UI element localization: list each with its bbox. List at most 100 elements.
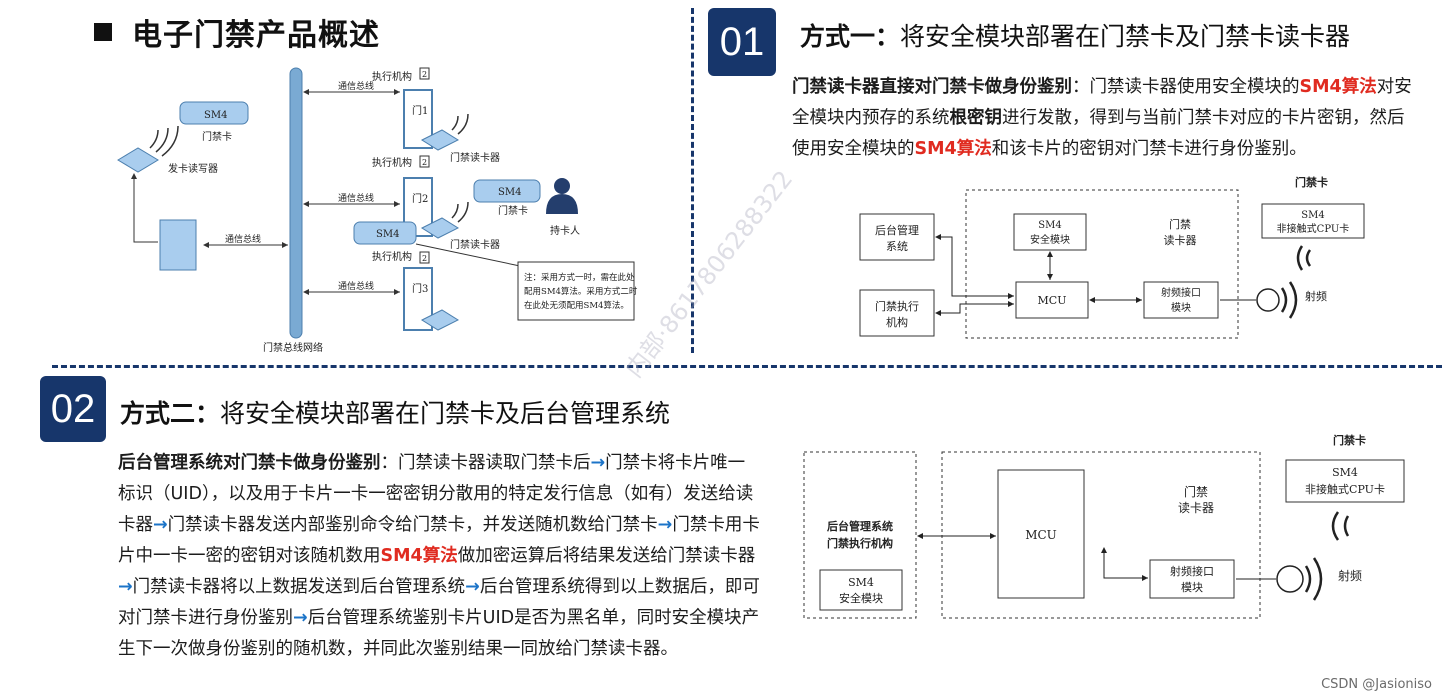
block-diagram-1: 后台管理 系统 门禁执行 机构 SM4 安全模块 门禁 读卡器 MCU 射频接口… xyxy=(859,175,1365,339)
exec-label-2: 执行机构 xyxy=(372,156,412,169)
horizontal-divider xyxy=(52,365,1442,368)
bus-label-2: 通信总线 xyxy=(338,192,374,204)
writer-signal-icon xyxy=(149,125,179,157)
s1-r1: SM4算法 xyxy=(1299,77,1377,97)
card-sm4-right-label: SM4 xyxy=(498,187,521,198)
d2-card-l1: SM4 xyxy=(1332,466,1358,479)
square-bullet-icon xyxy=(94,23,112,41)
card-right-label: 门禁卡 xyxy=(498,204,528,217)
d2-rf-label: 射频 xyxy=(1338,568,1362,583)
d2-sm4-l2: 安全模块 xyxy=(839,591,883,605)
d2-reader-l1: 门禁 xyxy=(1184,484,1208,499)
d2-reader-l2: 读卡器 xyxy=(1178,501,1214,515)
d1-reader-l2: 读卡器 xyxy=(1164,233,1197,247)
d1-mcu: MCU xyxy=(1038,294,1067,307)
network-diagram: 门禁总线网络 SM4 门禁卡 发卡读写器 通信总线 通信总线 通信总线 通信总线… xyxy=(117,67,638,354)
network-label: 门禁总线网络 xyxy=(263,341,323,354)
holder-label: 持卡人 xyxy=(550,224,580,237)
card-sm4-right xyxy=(473,179,541,203)
s2-arrow-1: → xyxy=(590,453,606,473)
sm4-module-door2-label: SM4 xyxy=(376,229,399,240)
d1-card-wave-icon xyxy=(1296,245,1312,271)
d1-rf-box xyxy=(1143,281,1219,319)
d2-backend-l1: 后台管理系统 xyxy=(827,519,893,533)
d1-rf-l2: 模块 xyxy=(1171,302,1191,314)
d1-mcu-box xyxy=(1015,281,1089,319)
s2-t8: 后台管理系统鉴别卡片UID是否为黑名单，同时安全模块产生下一次做身份鉴别的随机数… xyxy=(118,608,760,659)
footer-credit: CSDN @Jasioniso xyxy=(1321,677,1432,692)
section-2-title-bold: 方式二： xyxy=(120,399,221,428)
note-line-3: 在此处无须配用SM4算法。 xyxy=(524,300,629,311)
s2-r1: SM4算法 xyxy=(380,546,458,566)
d1-rf-l1: 射频接口 xyxy=(1161,286,1201,299)
d2-rf-l1: 射频接口 xyxy=(1170,564,1214,578)
d1-backend-l2: 系统 xyxy=(886,240,908,253)
block-diagram-2: 后台管理系统 门禁执行机构 SM4 安全模块 MCU 门禁 读卡器 射频接口 模… xyxy=(803,433,1405,619)
d2-backend-l2: 门禁执行机构 xyxy=(827,536,893,550)
d2-card-title: 门禁卡 xyxy=(1333,433,1366,447)
bus-label-server: 通信总线 xyxy=(225,233,261,245)
s2-t3: 门禁读卡器发送内部鉴别命令给门禁卡，并发送随机数给门禁卡 xyxy=(167,515,658,535)
door-2-label: 门2 xyxy=(412,192,428,205)
reader-1-label: 门禁读卡器 xyxy=(450,151,500,164)
s2-t2: 门禁卡将卡片唯一标识（UID），以及用于卡片一卡一密密钥分散用的特定发行信息（如… xyxy=(118,453,754,535)
d1-backend-box xyxy=(859,213,935,261)
s2-t7: 后台管理系统得到以上数据后，即可对门禁卡进行身份鉴别 xyxy=(118,577,760,628)
d2-rf-wave-icon xyxy=(1304,557,1323,601)
card-sm4-top-label: SM4 xyxy=(204,110,227,121)
note-line-2: 配用SM4算法。采用方式二时 xyxy=(524,286,638,297)
reader-2-icon xyxy=(420,217,460,239)
s1-t1: ：门禁读卡器使用安全模块的 xyxy=(1072,77,1300,97)
reader-1-signal-icon xyxy=(451,113,469,135)
page-title: 电子门禁产品概述 xyxy=(94,10,380,54)
s2-t1: ：门禁读卡器读取门禁卡后 xyxy=(380,453,591,473)
s2-t5: 做加密运算后将结果发送给门禁读卡器 xyxy=(457,546,756,566)
writer-device-icon xyxy=(117,147,159,173)
s2-t4: 门禁卡用卡片中一卡一密的密钥对该随机数用 xyxy=(118,515,760,566)
s1-t4: 和该卡片的密钥对门禁卡进行身份鉴别。 xyxy=(991,139,1307,159)
s1-lead: 门禁读卡器直接对门禁卡做身份鉴别 xyxy=(792,77,1072,97)
d1-backend-l1: 后台管理 xyxy=(875,223,919,237)
d1-card-title: 门禁卡 xyxy=(1295,175,1328,189)
d1-reader-l1: 门禁 xyxy=(1169,217,1191,231)
d1-rf-wave-icon xyxy=(1280,281,1298,319)
s1-t2: 对安全模块内预存的系统 xyxy=(792,77,1412,128)
d2-mcu: MCU xyxy=(1025,528,1057,542)
d1-backend-mcu-link xyxy=(935,234,1014,299)
s1-b1: 根密钥 xyxy=(949,108,1003,128)
s2-arrow-6: → xyxy=(293,608,308,628)
holder-head-icon xyxy=(554,178,570,194)
d1-exec-box xyxy=(859,289,935,337)
exec-badge-1 xyxy=(419,67,430,80)
d2-rf-box xyxy=(1149,559,1235,599)
reader-1-icon xyxy=(420,129,460,151)
server-icon xyxy=(159,219,197,271)
bus-pipe xyxy=(289,67,303,339)
d1-sm4-l2: 安全模块 xyxy=(1030,233,1070,246)
sm4-module-door2 xyxy=(353,221,417,245)
d1-card-box xyxy=(1261,203,1365,239)
s2-lead: 后台管理系统对门禁卡做身份鉴别 xyxy=(118,453,381,473)
d1-sm4-l1: SM4 xyxy=(1038,220,1061,231)
vertical-divider xyxy=(691,8,694,353)
door-1-label: 门1 xyxy=(412,104,428,117)
note-box xyxy=(517,261,635,321)
s2-arrow-3: → xyxy=(657,515,673,535)
holder-body-icon xyxy=(546,194,578,214)
bus-label-3: 通信总线 xyxy=(338,280,374,292)
section-2-title: 方式二：将安全模块部署在门禁卡及后台管理系统 xyxy=(120,394,670,430)
section-1-title-rest: 将安全模块部署在门禁卡及门禁卡读卡器 xyxy=(900,22,1351,51)
exec-badge-2 xyxy=(419,155,430,168)
d2-backend-boundary xyxy=(803,451,917,619)
card-sm4-top xyxy=(179,101,249,125)
d1-rf-label: 射频 xyxy=(1305,289,1327,303)
s1-t3: 进行发散，得到与当前门禁卡对应的卡片密钥，然后使用安全模块的 xyxy=(792,108,1405,159)
d1-exec-l2: 机构 xyxy=(886,315,908,329)
d1-exec-l1: 门禁执行 xyxy=(875,299,919,313)
card-top-label: 门禁卡 xyxy=(202,130,232,143)
d1-antenna-icon xyxy=(1256,288,1280,312)
d2-mcu-rf-link xyxy=(1101,547,1148,581)
d2-card-wave-icon xyxy=(1331,511,1350,541)
d1-card-l2: 非接触式CPU卡 xyxy=(1277,222,1350,235)
exec-label-3: 执行机构 xyxy=(372,250,412,263)
